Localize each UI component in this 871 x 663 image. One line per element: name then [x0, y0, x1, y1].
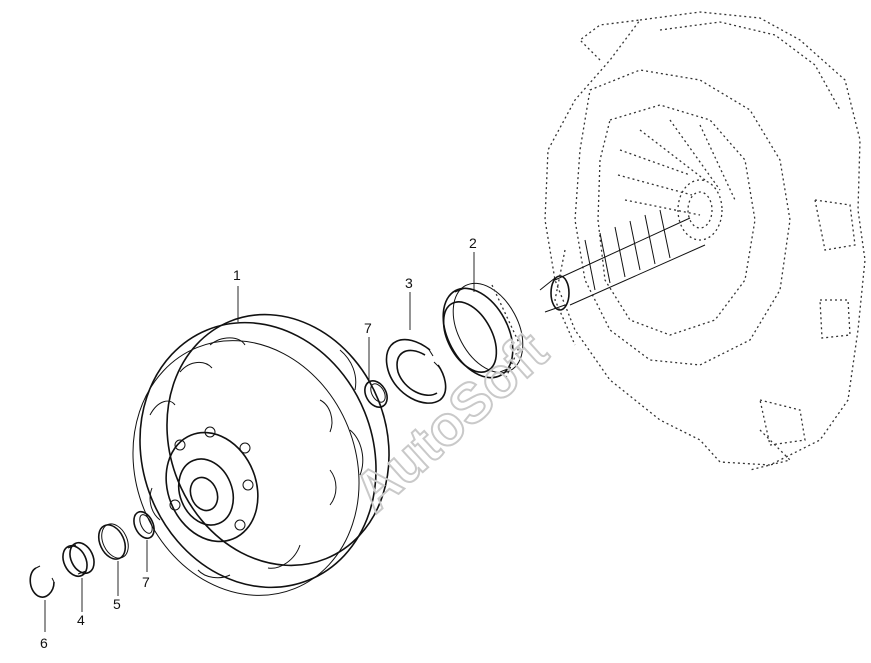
snap-ring-part-6	[29, 565, 55, 598]
leader-lines	[44, 252, 475, 632]
washer-part-5	[97, 523, 129, 560]
callout-labels: 1 2 3 7 7 5 4 6	[40, 235, 477, 651]
thrust-bearing-part-4	[62, 541, 95, 578]
watermark: AutoSoft	[341, 319, 559, 524]
callout-2: 2	[469, 235, 477, 251]
callout-4: 4	[77, 612, 85, 628]
o-ring-part-7-lower	[133, 510, 155, 540]
callout-1: 1	[233, 267, 241, 283]
input-shaft	[539, 209, 706, 313]
callout-7-upper: 7	[364, 320, 372, 336]
callout-7-lower: 7	[142, 574, 150, 590]
bearing-ring-part-2	[442, 282, 524, 381]
callout-6: 6	[40, 635, 48, 651]
callout-3: 3	[405, 275, 413, 291]
snap-ring-part-3	[385, 338, 447, 404]
torque-converter-part-1	[132, 313, 390, 596]
transmission-housing	[544, 11, 866, 471]
callout-5: 5	[113, 596, 121, 612]
